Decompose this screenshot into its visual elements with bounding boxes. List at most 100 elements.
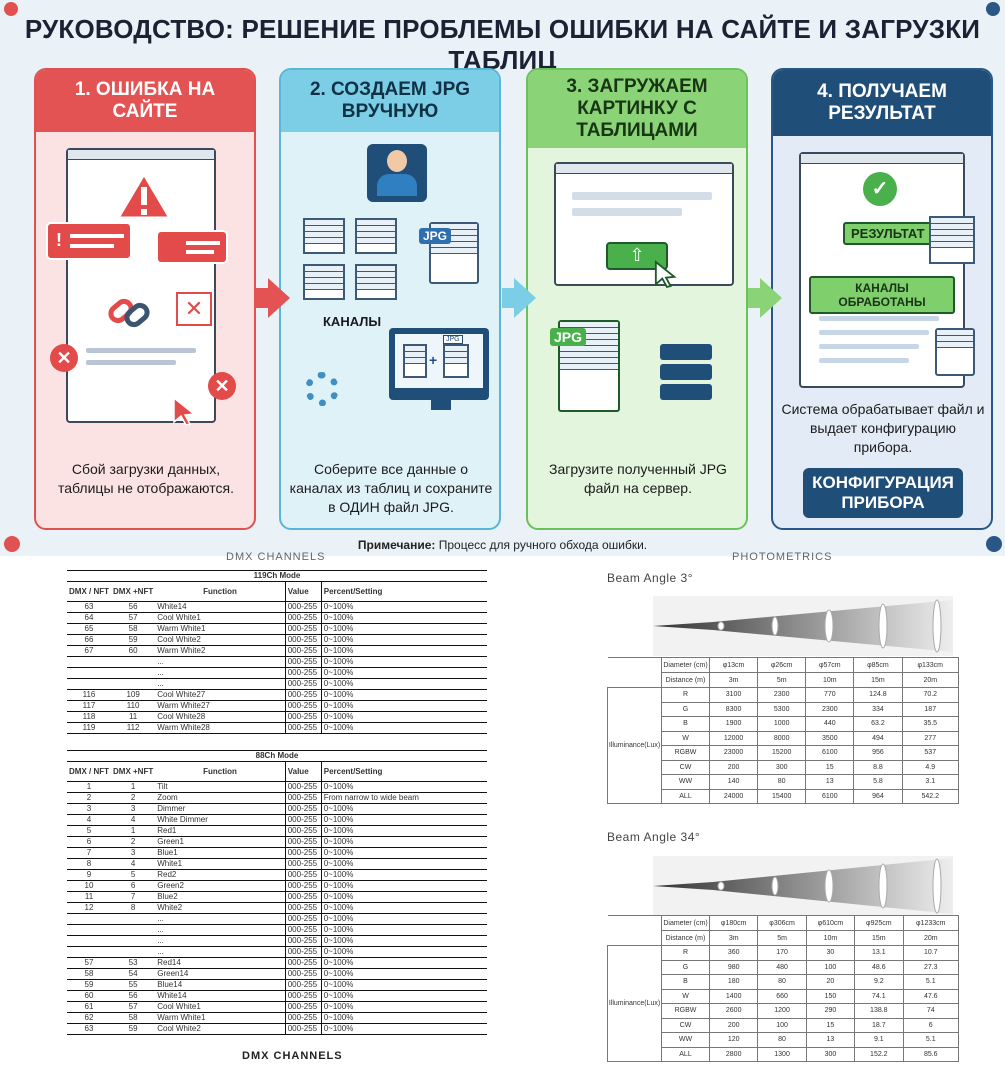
table-cell: G: [661, 959, 710, 975]
mode-title: 119Ch Mode: [67, 570, 487, 582]
table-cell: White2: [155, 902, 286, 914]
table-cell: 3: [67, 803, 111, 815]
table-cell: 0~100%: [320, 645, 487, 657]
table-cell: 2: [67, 792, 111, 804]
beam-cone-diagram: [653, 856, 953, 916]
table-cell: 64: [67, 612, 111, 624]
table-cell: Red14: [155, 957, 286, 969]
table-cell: W: [661, 730, 710, 746]
table-cell: 0~100%: [320, 1001, 487, 1013]
table-cell: φ57cm: [805, 657, 855, 673]
table-cell: Cool White2: [155, 1023, 286, 1035]
table-cell: 15m: [854, 930, 904, 946]
table-cell: 000-255: [284, 847, 322, 859]
arrow-icon: [268, 278, 290, 318]
server-icon: [660, 344, 712, 406]
table-cell: 8: [67, 858, 111, 870]
table-cell: 10.7: [902, 945, 959, 961]
error-illustration: ! ✕ ✕ ✕: [46, 148, 244, 438]
table-cell: 80: [757, 1032, 807, 1048]
table-cell: 5.1: [902, 974, 959, 990]
table-cell: [608, 673, 662, 688]
table-cell: 3.1: [901, 774, 959, 790]
table-cell: 4: [67, 814, 111, 826]
table-cell: 3500: [805, 730, 855, 746]
table-cell: 3m: [708, 930, 759, 946]
table-cell: 85.6: [902, 1046, 959, 1062]
table-cell: 0~100%: [320, 634, 487, 646]
table-cell: 11: [111, 711, 156, 723]
table-cell: Warm White2: [155, 645, 286, 657]
table-cell: RGBW: [661, 1003, 710, 1019]
table-cell: 000-255: [284, 1023, 322, 1035]
table-cell: White1: [155, 858, 286, 870]
table-cell: G: [661, 701, 710, 717]
table-cell: 58: [111, 1012, 156, 1024]
table-cell: 1200: [757, 1003, 807, 1019]
table-cell: 480: [757, 959, 807, 975]
table-cell: 660: [757, 988, 807, 1004]
table-cell: White14: [155, 990, 286, 1002]
footnote: Примечание: Процесс для ручного обхода о…: [0, 538, 1005, 552]
table-cell: [67, 946, 111, 958]
table-cell: 9: [67, 869, 111, 881]
arrow-step-3-4: [748, 288, 762, 308]
table-cell: 138.8: [854, 1003, 904, 1019]
table-cell: 57: [111, 612, 156, 624]
table-cell: Tilt: [155, 781, 286, 793]
table-cell: Green14: [155, 968, 286, 980]
close-icon: ✕: [176, 292, 212, 326]
table-cell: 124.8: [853, 687, 903, 703]
row-header: Diameter (cm): [661, 915, 710, 931]
row-header: Distance (m): [661, 930, 710, 946]
table-cell: 56: [111, 990, 156, 1002]
table-cell: 000-255: [284, 814, 322, 826]
table-cell: 15: [805, 1017, 856, 1033]
table-cell: 59: [111, 634, 156, 646]
table-cell: [67, 913, 111, 925]
user-icon: [367, 144, 427, 202]
beam-angle-title: Beam Angle 34°: [607, 830, 701, 844]
table-cell: φ1233cm: [902, 915, 959, 931]
table-cell: 9.2: [854, 974, 904, 990]
table-cell: 20m: [901, 672, 959, 688]
table-cell: 8300: [708, 701, 759, 717]
table-cell: 152.2: [854, 1046, 904, 1062]
table-cell: 0~100%: [320, 913, 487, 925]
table-cell: 000-255: [284, 825, 322, 837]
table-cell: 57: [111, 1001, 156, 1013]
table-cell: 0~100%: [320, 781, 487, 793]
device-config-button[interactable]: КОНФИГУРАЦИЯ ПРИБОРА: [803, 468, 963, 518]
table-icon: [403, 344, 427, 378]
table-cell: [111, 913, 156, 925]
table-cell: 300: [805, 1046, 856, 1062]
table-cell: 0~100%: [320, 1023, 487, 1035]
table-cell: 0~100%: [320, 656, 487, 668]
table-cell: 0~100%: [320, 990, 487, 1002]
table-cell: 0~100%: [320, 891, 487, 903]
table-cell: 0~100%: [320, 612, 487, 624]
table-cell: 74.1: [854, 988, 904, 1004]
table-cell: 6: [67, 836, 111, 848]
table-cell: 63: [67, 601, 111, 613]
table-cell: 2: [111, 836, 156, 848]
table-cell: 000-255: [284, 781, 322, 793]
table-cell: 360: [708, 945, 759, 961]
table-cell: Green2: [155, 880, 286, 892]
table-cell: 000-255: [284, 656, 322, 668]
table-cell: 1300: [757, 1046, 807, 1062]
table-cell: 58: [111, 623, 156, 635]
